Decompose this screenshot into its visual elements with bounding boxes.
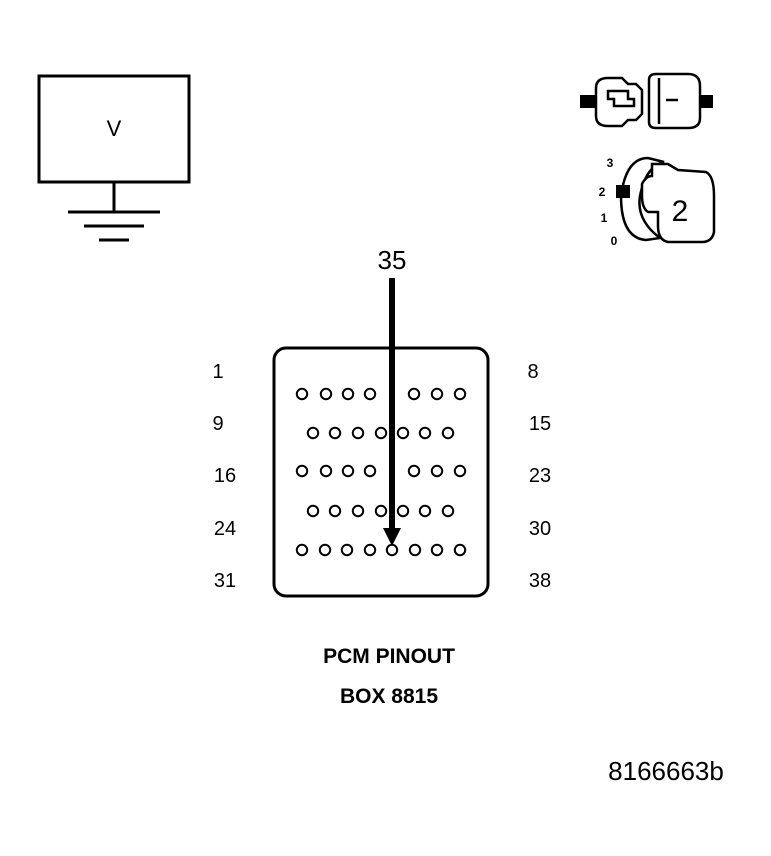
row-label-left: 31 xyxy=(214,570,236,592)
pin-hole xyxy=(295,387,309,401)
pin-hole xyxy=(363,464,377,478)
disconnected-connector-icon xyxy=(580,72,713,130)
drawing-id: 8166663b xyxy=(608,756,724,786)
pin-hole xyxy=(363,387,377,401)
ignition-position-3: 3 xyxy=(607,156,614,170)
pin-hole xyxy=(295,464,309,478)
ignition-position-1: 1 xyxy=(601,211,608,225)
caption-title: PCM PINOUT xyxy=(323,645,455,668)
ignition-selected-position: 2 xyxy=(672,195,689,228)
pin-hole xyxy=(318,543,332,557)
pin-hole xyxy=(441,504,455,518)
pin-field xyxy=(295,387,467,557)
pin-hole xyxy=(295,543,309,557)
caption-box-number: BOX 8815 xyxy=(340,685,438,708)
pin-hole xyxy=(385,543,399,557)
pin-hole xyxy=(306,426,320,440)
pin-hole xyxy=(306,504,320,518)
voltmeter-label: V xyxy=(107,116,122,141)
pin-hole xyxy=(430,387,444,401)
pin-hole xyxy=(418,426,432,440)
pin-hole xyxy=(341,464,355,478)
pin-hole xyxy=(418,504,432,518)
voltmeter: V xyxy=(37,74,191,242)
row-label-left: 9 xyxy=(212,413,223,435)
callout-arrow-icon xyxy=(383,278,401,546)
callout-pin-label: 35 xyxy=(378,245,407,275)
pin-hole xyxy=(319,387,333,401)
pin-hole xyxy=(453,464,467,478)
pin-hole xyxy=(363,543,377,557)
pin-hole xyxy=(408,543,422,557)
pin-hole xyxy=(453,543,467,557)
pin-hole xyxy=(430,543,444,557)
pin-hole xyxy=(328,504,342,518)
pin-hole xyxy=(407,387,421,401)
pin-hole xyxy=(328,426,342,440)
pin-hole xyxy=(374,426,388,440)
pin-hole xyxy=(441,426,455,440)
row-label-right: 23 xyxy=(529,465,551,487)
ignition-switch-icon: 3 2 1 0 2 xyxy=(599,156,716,248)
row-label-left: 1 xyxy=(212,361,223,383)
pin-hole xyxy=(407,464,421,478)
pin-hole xyxy=(374,504,388,518)
pin-hole xyxy=(351,426,365,440)
pin-hole xyxy=(430,464,444,478)
connector-body xyxy=(272,346,490,598)
row-label-right: 15 xyxy=(529,413,551,435)
ignition-position-2: 2 xyxy=(599,185,606,199)
row-labels-right: 8 15 23 30 38 xyxy=(527,361,551,592)
ground-icon xyxy=(68,182,160,242)
pin-hole xyxy=(396,426,410,440)
pin-hole xyxy=(351,504,365,518)
voltmeter-box xyxy=(37,74,191,184)
ignition-position-0: 0 xyxy=(611,234,618,248)
pin-hole xyxy=(453,387,467,401)
row-label-right: 30 xyxy=(529,518,551,540)
row-label-right: 38 xyxy=(529,570,551,592)
ignition-pointer-icon xyxy=(616,185,630,198)
pin-hole xyxy=(340,543,354,557)
pin-hole xyxy=(319,464,333,478)
pin-hole xyxy=(396,504,410,518)
pin-hole xyxy=(341,387,355,401)
row-label-left: 16 xyxy=(214,465,236,487)
row-label-left: 24 xyxy=(214,518,236,540)
row-labels-left: 1 9 16 24 31 xyxy=(212,361,236,592)
row-label-right: 8 xyxy=(527,361,538,383)
